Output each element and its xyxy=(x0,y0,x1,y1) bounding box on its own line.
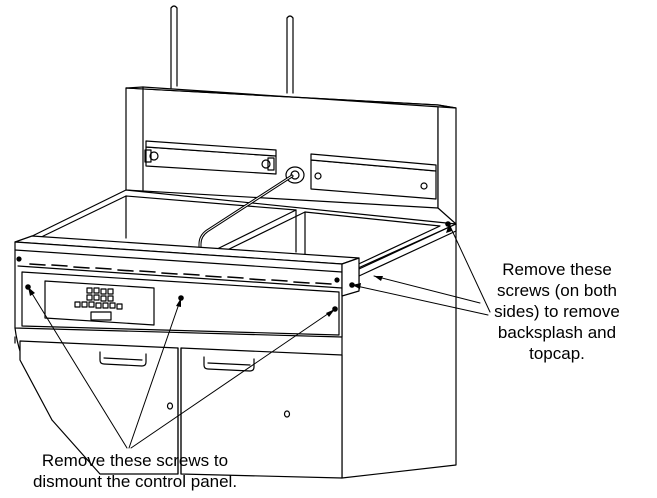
callout-line: Remove these xyxy=(502,260,612,279)
callout-backsplash-screws: Remove these screws (on both sides) to r… xyxy=(462,259,652,364)
control-panel xyxy=(14,221,451,338)
callout-line: sides) to remove xyxy=(494,302,620,321)
basket-lift-rods xyxy=(170,5,294,94)
rod-pivot xyxy=(285,166,305,184)
screw-icon xyxy=(16,256,22,262)
hanger-bracket-right xyxy=(310,153,437,200)
leader-lines xyxy=(27,223,491,449)
leader-arrowheads xyxy=(28,224,452,317)
callout-line: Remove these screws to xyxy=(41,451,229,470)
cabinet-front xyxy=(14,327,343,479)
door-handle-right xyxy=(203,356,255,372)
screw-icon xyxy=(334,277,340,283)
keypad xyxy=(74,287,123,321)
callout-control-panel-screws: Remove these screws to dismount the cont… xyxy=(0,450,270,492)
callout-line: backsplash and xyxy=(497,323,617,342)
callout-line: topcap. xyxy=(529,344,585,363)
callout-line: dismount the control panel. xyxy=(32,472,238,491)
hanger-bracket-left xyxy=(144,140,277,175)
callout-line: screws (on both xyxy=(497,281,617,300)
door-handle-left xyxy=(99,351,147,367)
cabinet-side xyxy=(341,223,457,479)
